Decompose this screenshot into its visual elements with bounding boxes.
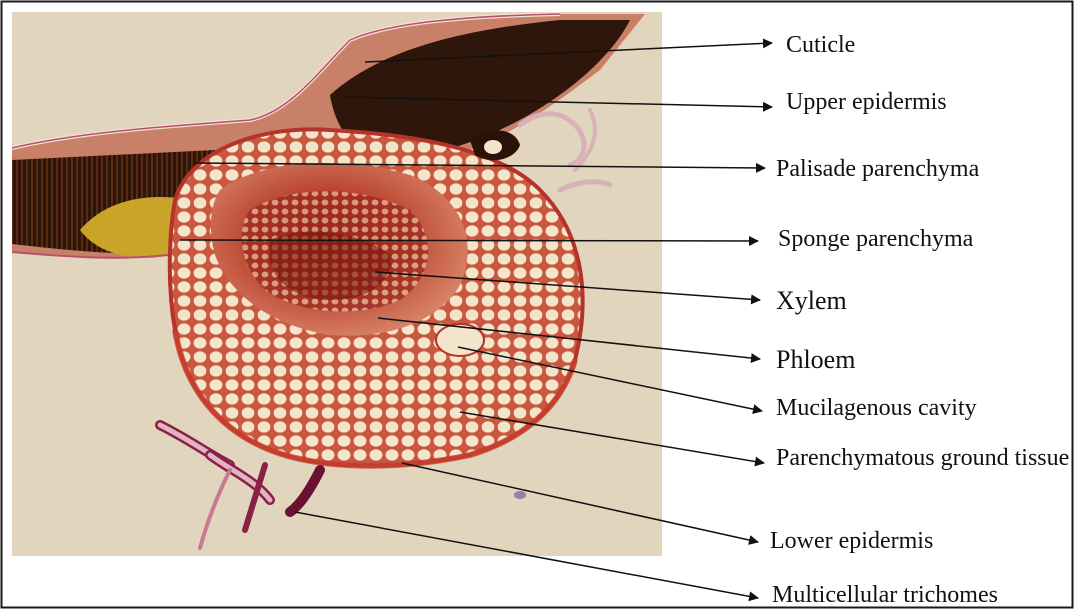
label-cuticle: Cuticle (786, 30, 855, 60)
label-parenchymatous-ground-tissue: Parenchymatous ground tissue (776, 443, 1074, 473)
arrow-sponge-parenchyma (180, 240, 758, 241)
label-xylem: Xylem (776, 286, 847, 316)
label-phloem: Phloem (776, 345, 855, 375)
label-mucilagenous-cavity: Mucilagenous cavity (776, 393, 977, 423)
label-sponge-parenchyma: Sponge parenchyma (778, 224, 973, 254)
label-upper-epidermis: Upper epidermis (786, 87, 947, 117)
label-palisade-parenchyma: Palisade parenchyma (776, 154, 979, 184)
micrograph-photo (12, 12, 662, 556)
label-multicellular-trichomes: Multicellular trichomes (772, 580, 998, 610)
label-lower-epidermis: Lower epidermis (770, 526, 933, 556)
